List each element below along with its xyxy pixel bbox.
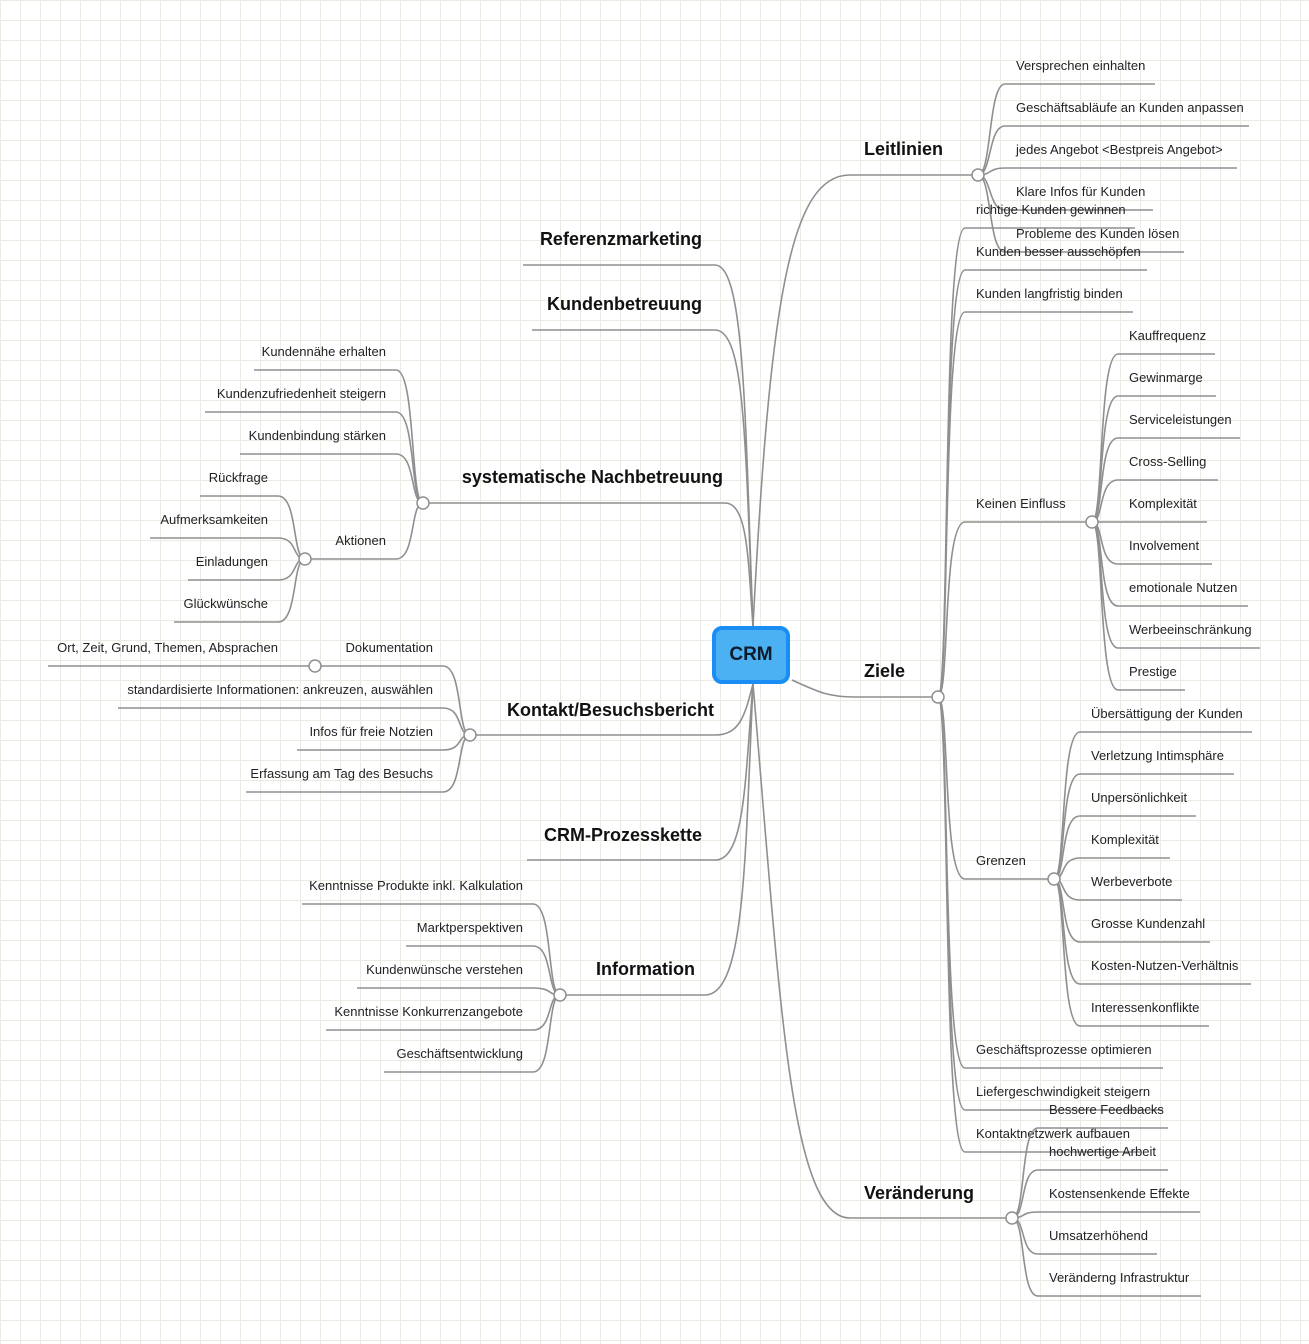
grenzen-item[interactable]: Interessenkonflikte	[1091, 1000, 1199, 1015]
information-item[interactable]: Kundenwünsche verstehen	[366, 962, 523, 977]
leitlinien-item[interactable]: Probleme des Kunden lösen	[1016, 226, 1179, 241]
branch-veraenderung: Veränderung Bessere Feedbacks hochwertig…	[864, 1102, 1201, 1297]
kontakt-item[interactable]: Infos für freie Notzien	[309, 724, 433, 739]
kontakt-item-dokumentation[interactable]: Dokumentation	[346, 640, 433, 655]
keinen-einfluss-collapse-knob[interactable]	[1085, 515, 1099, 529]
grenzen-item[interactable]: Übersättigung der Kunden	[1091, 706, 1243, 721]
veraenderung-item[interactable]: hochwertige Arbeit	[1049, 1144, 1156, 1159]
veraenderung-item[interactable]: Veränderng Infrastruktur	[1049, 1270, 1190, 1285]
topic-kundenbetreuung[interactable]: Kundenbetreuung	[547, 294, 702, 314]
keinen-einfluss-item[interactable]: Cross-Selling	[1129, 454, 1206, 469]
nachbetreuung-item[interactable]: Kundennähe erhalten	[262, 344, 386, 359]
keinen-einfluss-item[interactable]: Kauffrequenz	[1129, 328, 1206, 343]
grenzen-item[interactable]: Werbeverbote	[1091, 874, 1172, 889]
grenzen-item[interactable]: Kosten-Nutzen-Verhältnis	[1091, 958, 1239, 973]
ziele-item-grenzen[interactable]: Grenzen	[976, 853, 1026, 868]
grenzen-item[interactable]: Unpersönlichkeit	[1091, 790, 1187, 805]
ziele-item[interactable]: Liefergeschwindigkeit steigern	[976, 1084, 1150, 1099]
branch-information: Information Kenntnisse Produkte inkl. Ka…	[302, 878, 695, 1073]
veraenderung-collapse-knob[interactable]	[1005, 1211, 1019, 1225]
ziele-item-keinen-einfluss[interactable]: Keinen Einfluss	[976, 496, 1066, 511]
kontakt-item[interactable]: standardisierte Informationen: ankreuzen…	[127, 682, 433, 697]
aktionen-item[interactable]: Einladungen	[196, 554, 268, 569]
nachbetreuung-item-aktionen[interactable]: Aktionen	[335, 533, 386, 548]
topic-ziele[interactable]: Ziele	[864, 661, 905, 681]
topic-referenzmarketing[interactable]: Referenzmarketing	[540, 229, 702, 249]
dokumentation-item[interactable]: Ort, Zeit, Grund, Themen, Absprachen	[57, 640, 278, 655]
keinen-einfluss-item[interactable]: Gewinmarge	[1129, 370, 1203, 385]
ziele-item[interactable]: Kunden langfristig binden	[976, 286, 1123, 301]
information-item[interactable]: Kenntnisse Konkurrenzangebote	[334, 1004, 523, 1019]
grenzen-collapse-knob[interactable]	[1047, 872, 1061, 886]
ziele-item[interactable]: Kontaktnetzwerk aufbauen	[976, 1126, 1130, 1141]
keinen-einfluss-item[interactable]: Komplexität	[1129, 496, 1197, 511]
branch-leitlinien: Leitlinien Versprechen einhalten Geschäf…	[864, 58, 1249, 253]
information-item[interactable]: Kenntnisse Produkte inkl. Kalkulation	[309, 878, 523, 893]
topic-veraenderung[interactable]: Veränderung	[864, 1183, 974, 1203]
leitlinien-collapse-knob[interactable]	[971, 168, 985, 182]
ziele-item[interactable]: richtige Kunden gewinnen	[976, 202, 1126, 217]
keinen-einfluss-item[interactable]: Involvement	[1129, 538, 1199, 553]
keinen-einfluss-item[interactable]: Werbeeinschränkung	[1129, 622, 1252, 637]
veraenderung-item[interactable]: Umsatzerhöhend	[1049, 1228, 1148, 1243]
branch-kontakt: Kontakt/Besuchsbericht Dokumentation sta…	[48, 640, 714, 793]
branch-nachbetreuung: systematische Nachbetreuung Kundennähe e…	[150, 344, 723, 623]
information-collapse-knob[interactable]	[553, 988, 567, 1002]
grenzen-item[interactable]: Grosse Kundenzahl	[1091, 916, 1205, 931]
nachbetreuung-collapse-knob[interactable]	[416, 496, 430, 510]
leitlinien-item[interactable]: jedes Angebot <Bestpreis Angebot>	[1015, 142, 1223, 157]
dokumentation-collapse-knob[interactable]	[308, 659, 322, 673]
grenzen-item[interactable]: Verletzung Intimsphäre	[1091, 748, 1224, 763]
aktionen-item[interactable]: Aufmerksamkeiten	[160, 512, 268, 527]
keinen-einfluss-item[interactable]: Serviceleistungen	[1129, 412, 1232, 427]
aktionen-collapse-knob[interactable]	[298, 552, 312, 566]
veraenderung-item[interactable]: Bessere Feedbacks	[1049, 1102, 1164, 1117]
keinen-einfluss-item[interactable]: Prestige	[1129, 664, 1177, 679]
leitlinien-item[interactable]: Klare Infos für Kunden	[1016, 184, 1145, 199]
veraenderung-item[interactable]: Kostensenkende Effekte	[1049, 1186, 1190, 1201]
topic-leitlinien[interactable]: Leitlinien	[864, 139, 943, 159]
kontakt-item[interactable]: Erfassung am Tag des Besuchs	[250, 766, 433, 781]
aktionen-item[interactable]: Rückfrage	[209, 470, 268, 485]
topic-crm-prozesskette[interactable]: CRM-Prozesskette	[544, 825, 702, 845]
root-connectors	[423, 174, 1012, 1219]
grenzen-item[interactable]: Komplexität	[1091, 832, 1159, 847]
topic-kontakt-besuchsbericht[interactable]: Kontakt/Besuchsbericht	[507, 700, 714, 720]
root-node-crm[interactable]: CRM	[712, 626, 790, 684]
keinen-einfluss-item[interactable]: emotionale Nutzen	[1129, 580, 1237, 595]
ziele-collapse-knob[interactable]	[931, 690, 945, 704]
leitlinien-item[interactable]: Versprechen einhalten	[1016, 58, 1145, 73]
information-item[interactable]: Marktperspektiven	[417, 920, 523, 935]
information-item[interactable]: Geschäftsentwicklung	[397, 1046, 523, 1061]
nachbetreuung-item[interactable]: Kundenzufriedenheit steigern	[217, 386, 386, 401]
branch-ziele: Ziele richtige Kunden gewinnen Kunden be…	[864, 202, 1260, 1153]
ziele-item[interactable]: Kunden besser ausschöpfen	[976, 244, 1141, 259]
kontakt-collapse-knob[interactable]	[463, 728, 477, 742]
nachbetreuung-item[interactable]: Kundenbindung stärken	[249, 428, 386, 443]
aktionen-item[interactable]: Glückwünsche	[183, 596, 268, 611]
leitlinien-item[interactable]: Geschäftsabläufe an Kunden anpassen	[1016, 100, 1244, 115]
topic-systematische-nachbetreuung[interactable]: systematische Nachbetreuung	[462, 467, 723, 487]
topic-information[interactable]: Information	[596, 959, 695, 979]
ziele-item[interactable]: Geschäftsprozesse optimieren	[976, 1042, 1152, 1057]
